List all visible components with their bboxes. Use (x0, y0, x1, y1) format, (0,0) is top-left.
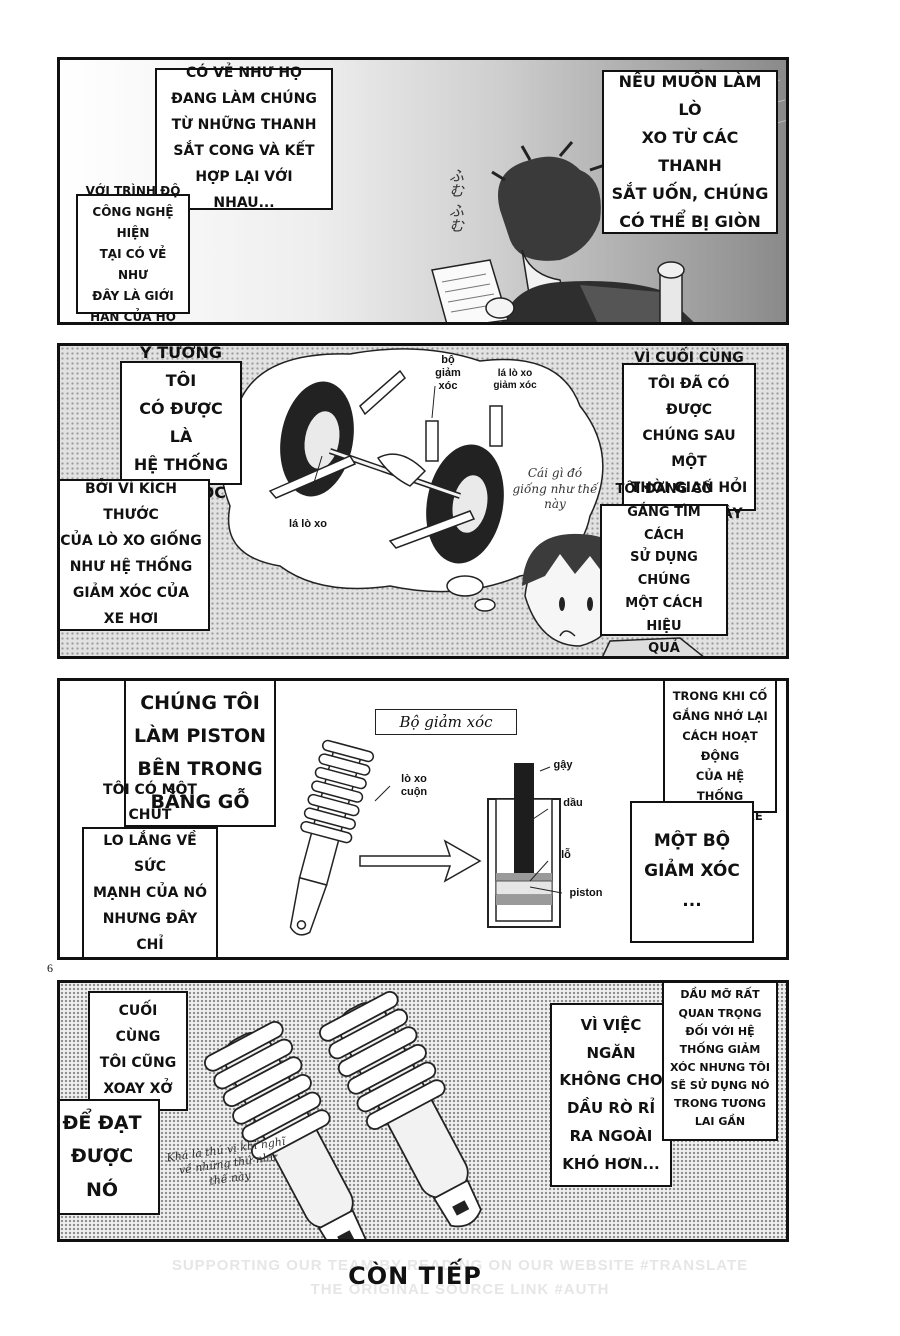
caption-box-bottom-left: VỚI TRÌNH ĐỘ CÔNG NGHỆ HIỆN TẠI CÓ VẺ NH… (76, 184, 190, 322)
watermark-text: SUPPORTING OUR TEAM BY READING ON OUR WE… (171, 1257, 749, 1298)
aside-text: Cái gì đó giống như thế này (512, 466, 598, 512)
caption-box-bottom-left: BỞI VÌ KÍCH THƯỚC CỦA LÒ XO GIỐNG NHƯ HỆ… (60, 479, 210, 631)
panel-2: bộ giảm xóc lá lò xo giảm xóc lá lò xo C… (57, 343, 789, 659)
label-oil: dầu (563, 797, 583, 809)
caption-box-right: DẦU MỠ RẤT QUAN TRỌNG ĐỐI VỚI HỆ THỐNG G… (662, 983, 778, 1141)
diagram-title: Bộ giảm xóc (375, 709, 517, 735)
panel-4: Khá là thú vị khi nghĩ về những thứ như … (57, 980, 789, 1242)
caption-box-bottom-right: TÔI ĐANG CỐ GẮNG TÌM CÁCH SỬ DỤNG CHÚNG … (600, 482, 728, 656)
label-rod: gậy (553, 759, 573, 771)
page-number: 6 (47, 961, 53, 975)
caption-box-left-top: CHÚNG TÔI LÀM PISTON BÊN TRONG BẰNG GỖ (124, 681, 276, 827)
label-hole: lỗ (561, 849, 571, 861)
panel-3: Bộ giảm xóc lò xo cuộn gậy d (57, 678, 789, 960)
shock-absorber-diagram (289, 739, 563, 936)
caption-box-right: NẾU MUỐN LÀM LÒ XO TỪ CÁC THANH SẮT UỐN,… (602, 70, 778, 234)
label-leaf-spring-shock: lá lò xo giảm xóc (493, 368, 537, 391)
caption-box-right-bottom: MỘT BỘ GIẢM XÓC ... (630, 801, 754, 943)
label-piston: piston (569, 887, 603, 899)
caption-box-left-bottom: ĐỂ ĐẠT ĐƯỢC NÓ (60, 1099, 160, 1215)
caption-box-center-right: VÌ VIỆC NGĂN KHÔNG CHO DẦU RÒ RỈ RA NGOÀ… (550, 1003, 672, 1187)
caption-box-left-top: CUỐI CÙNG TÔI CŨNG XOAY XỞ (88, 991, 188, 1111)
finished-shock-absorbers-illustration (204, 991, 482, 1239)
panel-1: ふむ ふむ CÓ VẺ NHƯ HỌ ĐANG LÀM CHÚNG TỪ NHỮ… (57, 57, 789, 325)
label-shock-absorber: bộ giảm xóc (435, 354, 461, 393)
label-coil-spring: lò xo cuộn (400, 773, 428, 799)
to-be-continued-text: CÒN TIẾP (348, 1262, 482, 1290)
label-leaf-spring: lá lò xo (289, 518, 327, 530)
caption-box-right-top: TÔI ĐÃ LÀM NÓ TRONG KHI CỐ GẮNG NHỚ LẠI … (663, 681, 777, 844)
caption-box-top-left: CÓ VẺ NHƯ HỌ ĐANG LÀM CHÚNG TỪ NHỮNG THA… (155, 65, 333, 211)
caption-box-top-left: Ý TƯỞNG TÔI CÓ ĐƯỢC LÀ HỆ THỐNG GIẢM XÓC (120, 346, 242, 502)
caption-box-left-bottom: TÔI CÓ MỘT CHÚT LO LẮNG VỀ SỨC MẠNH CỦA … (82, 782, 218, 957)
sfx-text: ふむ ふむ (447, 168, 465, 233)
suspension-thought-bubble (220, 348, 704, 656)
